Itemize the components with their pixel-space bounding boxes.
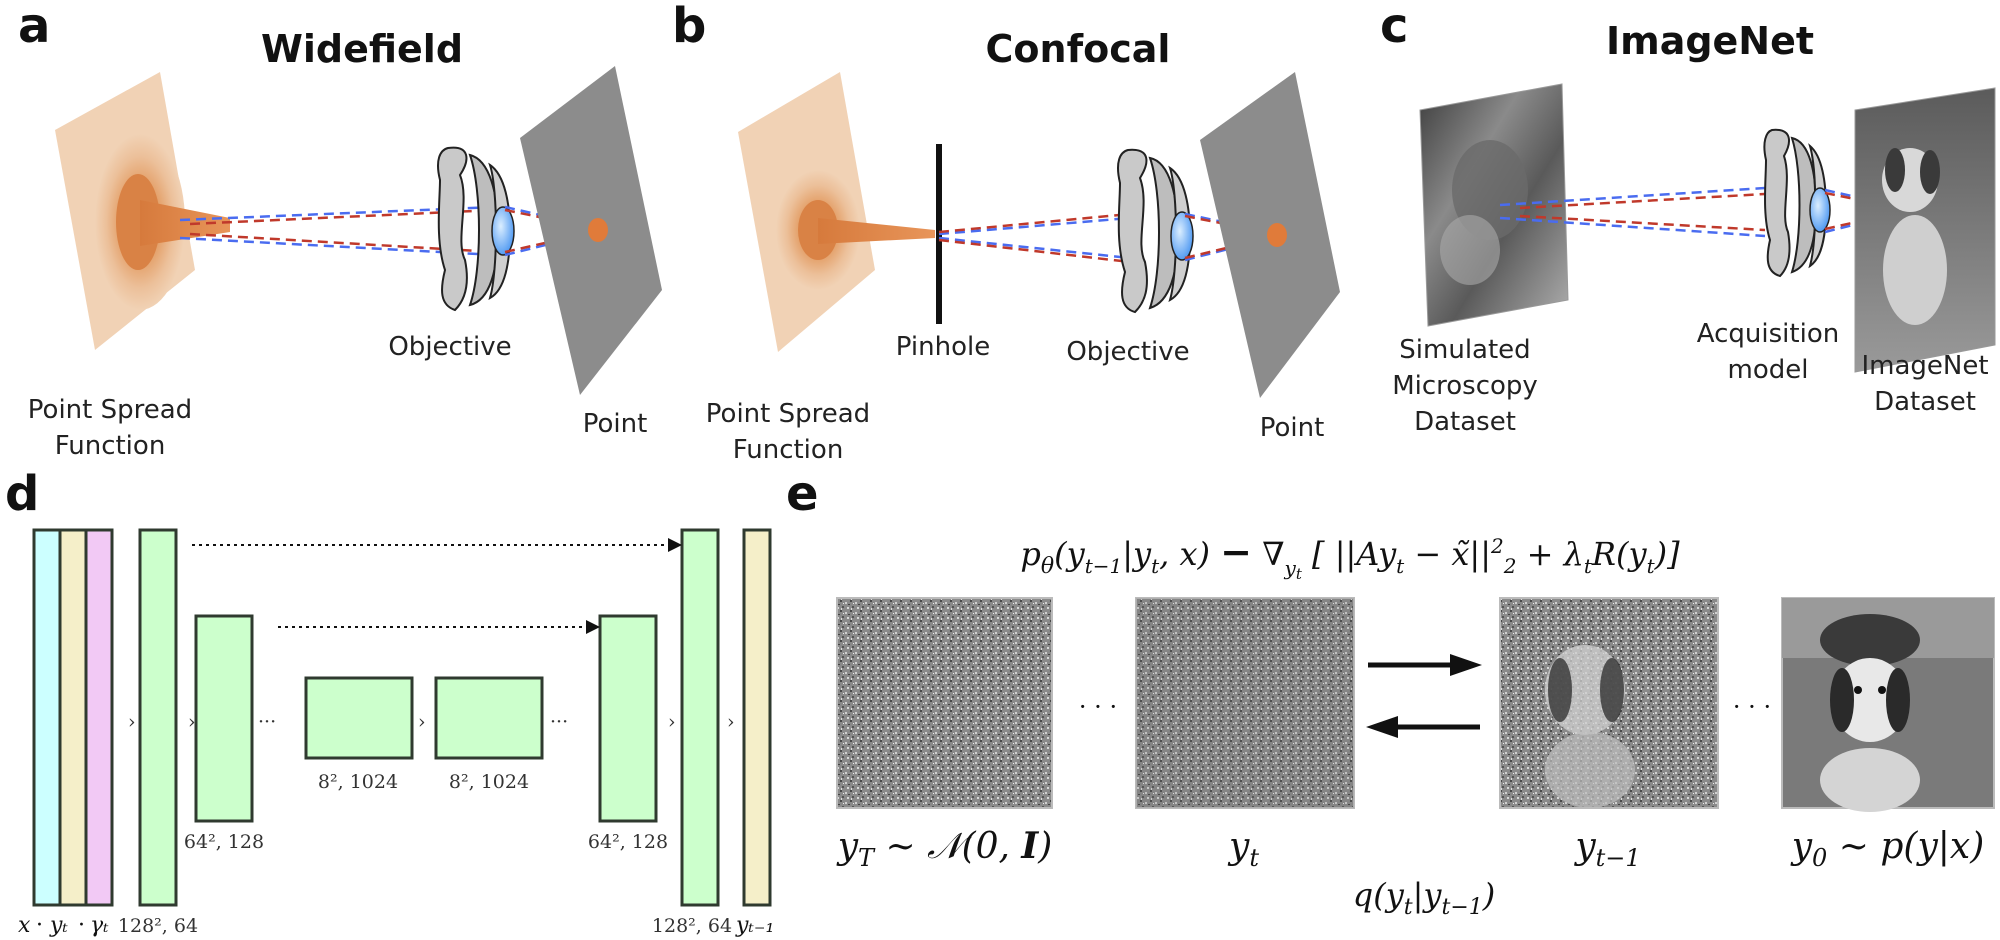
acquisition-lens	[1763, 128, 1831, 278]
input-label-dot1: ·	[36, 913, 43, 938]
arrow-glyph: ›	[418, 711, 426, 733]
decoder-block-1	[680, 528, 720, 907]
label-acquisition-1: Acquisition	[1697, 319, 1839, 349]
label-simulated-1: Simulated	[1399, 335, 1530, 365]
ellipsis-1: · · ·	[1079, 693, 1117, 721]
lens-icon	[1809, 187, 1831, 233]
panel-a: a Widefield Objective Point Point Spread…	[18, 0, 662, 461]
panel-b: b Confocal Pinhole Objective Point Point…	[672, 0, 1340, 465]
output-label: yₜ₋₁	[735, 913, 774, 938]
input-label-gamma: γₜ	[90, 913, 109, 938]
label-psf-b-1: Point Spread	[706, 399, 870, 429]
caption-ytm1: yt−1	[1573, 826, 1640, 872]
input-block-yt	[58, 528, 88, 907]
panel-a-letter: a	[18, 0, 50, 54]
label-psf-a-1: Point Spread	[28, 395, 192, 425]
dim-label-5: 64², 128	[588, 831, 668, 853]
caption-y0: y0 ∼ p(y|x)	[1790, 826, 1985, 872]
bottleneck-block-2	[434, 676, 544, 760]
input-label-dot2: ·	[78, 913, 85, 938]
arrow-glyph: ›	[128, 711, 136, 733]
label-point-b: Point	[1260, 413, 1325, 443]
label-imagenet-1: ImageNet	[1861, 351, 1988, 381]
dim-label-4: 8², 1024	[449, 771, 529, 793]
panel-b-letter: b	[672, 0, 706, 54]
input-label-x: x	[18, 913, 31, 938]
decoder-block-2	[598, 614, 658, 823]
panel-b-title: Confocal	[986, 27, 1171, 71]
ellipsis-2: · · ·	[1733, 693, 1771, 721]
label-pinhole: Pinhole	[896, 332, 990, 362]
label-objective-b: Objective	[1066, 337, 1189, 367]
caption-yt: yt	[1227, 826, 1259, 872]
label-imagenet-2: Dataset	[1874, 387, 1976, 417]
label-acquisition-2: model	[1728, 355, 1809, 385]
panel-a-title: Widefield	[261, 27, 463, 71]
imagenet-image	[1854, 87, 1996, 373]
panel-c: c ImageNet Simulated Microscopy	[1380, 0, 1996, 437]
label-point-a: Point	[583, 409, 648, 439]
encoder-block-1	[138, 528, 178, 907]
clean-dog-image	[1781, 597, 1995, 812]
objective-lens	[1117, 148, 1194, 314]
caption-yT: yT ∼ 𝒩(0, I)	[836, 825, 1053, 872]
psf-beam	[818, 218, 935, 244]
point-marker	[588, 218, 608, 242]
output-block	[742, 528, 772, 907]
objective-lens	[437, 146, 515, 312]
ellipsis: ···	[550, 711, 568, 733]
point-marker	[1267, 223, 1287, 247]
input-label-yt: yₜ	[49, 913, 68, 938]
panel-e-letter: e	[786, 466, 819, 522]
label-simulated-3: Dataset	[1414, 407, 1516, 437]
caption-q: q(yt|yt−1)	[1353, 876, 1496, 920]
arrow-glyph: ›	[668, 711, 676, 733]
dim-label-1: 128², 64	[118, 915, 198, 937]
bottleneck-block-1	[304, 676, 414, 760]
ellipsis: ···	[258, 711, 276, 733]
label-psf-a-2: Function	[55, 431, 166, 461]
input-block-x	[32, 528, 62, 907]
panel-e: e pθ(yt−1|yt, x) − ∇yt [ ||Ayt − x̃||22 …	[786, 466, 1995, 920]
label-objective-a: Objective	[388, 332, 511, 362]
simulated-image	[1419, 83, 1569, 327]
lens-icon	[1170, 211, 1194, 261]
label-simulated-2: Microscopy	[1392, 371, 1538, 401]
panel-c-title: ImageNet	[1606, 19, 1814, 63]
panel-d-letter: d	[5, 466, 39, 522]
panel-c-letter: c	[1380, 0, 1408, 54]
noise-image-yt	[1135, 597, 1355, 809]
dim-label-6: 128², 64	[652, 915, 732, 937]
encoder-block-2	[194, 614, 254, 823]
arrow-glyph: ›	[727, 711, 735, 733]
lens-icon	[491, 206, 515, 256]
noise-image-yT	[836, 597, 1053, 809]
noisy-dog-image	[1499, 597, 1719, 809]
reverse-step-equation: pθ(yt−1|yt, x) − ∇yt [ ||Ayt − x̃||22 + …	[1020, 529, 1680, 583]
dim-label-2: 64², 128	[184, 831, 264, 853]
dim-label-3: 8², 1024	[318, 771, 398, 793]
input-block-gamma	[84, 528, 114, 907]
label-psf-b-2: Function	[733, 435, 844, 465]
panel-d: d › › ··· › ··· › › 128², 64 64², 128 8²…	[5, 466, 774, 938]
arrow-glyph: ›	[188, 711, 196, 733]
